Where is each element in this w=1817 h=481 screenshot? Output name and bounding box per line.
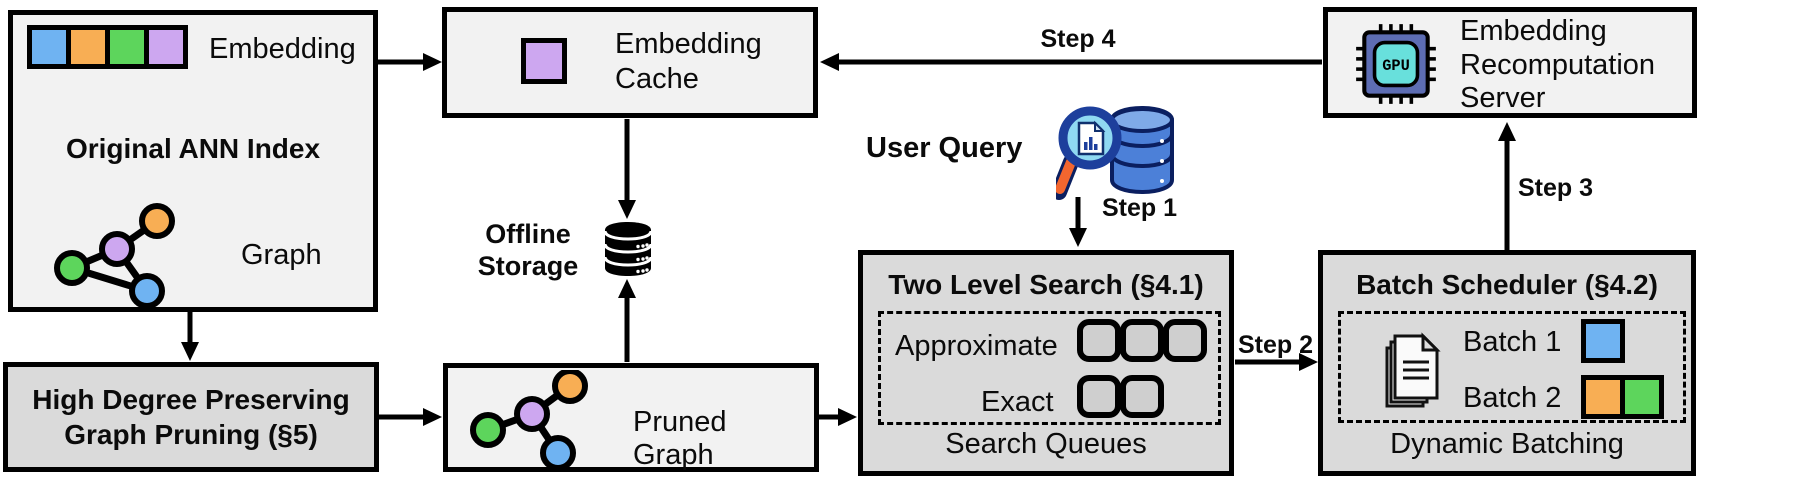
user-query-label: User Query [866, 132, 1023, 164]
step1-label: Step 1 [1102, 194, 1178, 222]
batch-scheduler-title: Batch Scheduler (§4.2) [1356, 269, 1658, 300]
embedding-cell-purple [144, 25, 188, 69]
search-queues-panel: Approximate Exact [878, 311, 1221, 425]
embedding-vector-icon [27, 25, 188, 69]
approximate-queue-slots [1077, 319, 1207, 362]
query-magnifier-database-icon [1056, 105, 1174, 200]
queue-slot-icon [1120, 319, 1164, 362]
documents-stack-icon [1385, 332, 1441, 408]
recomputation-server-box: GPU Embedding Recomputation Server [1323, 7, 1697, 118]
recomputation-server-label: Embedding Recomputation Server [1460, 15, 1656, 115]
embedding-cache-box: Embedding Cache [442, 7, 818, 118]
embedding-cell-orange [66, 25, 110, 69]
batch-square-icon [1581, 319, 1625, 363]
search-queues-footer: Search Queues [945, 428, 1147, 460]
step4-label: Step 4 [1040, 25, 1116, 53]
graph-icon [54, 203, 175, 309]
offline-storage-label: Offline Storage [477, 219, 579, 282]
batch1-label: Batch 1 [1463, 326, 1562, 358]
original-ann-index-box: Embedding Original ANN Index Graph [8, 10, 378, 312]
cached-embedding-icon [521, 38, 567, 84]
pruned-graph-label: Pruned Graph [633, 406, 727, 471]
dynamic-batching-footer: Dynamic Batching [1390, 428, 1624, 460]
pruned-graph-box: Pruned Graph [443, 363, 819, 472]
queue-slot-icon [1077, 319, 1121, 362]
batch1-squares [1581, 319, 1625, 363]
graph-label: Graph [241, 239, 322, 271]
graph-pruning-title: High Degree Preserving Graph Pruning (§5… [32, 384, 350, 450]
approximate-label: Approximate [895, 330, 1058, 362]
step2-label: Step 2 [1238, 331, 1314, 359]
two-level-search-box: Two Level Search (§4.1) Approximate Exac… [858, 250, 1234, 476]
two-level-search-title: Two Level Search (§4.1) [888, 269, 1204, 300]
embedding-cell-blue [27, 25, 71, 69]
queue-slot-icon [1163, 319, 1207, 362]
embedding-cache-label: Embedding Cache [615, 28, 762, 95]
pruned-graph-icon [470, 370, 588, 471]
step3-label: Step 3 [1518, 174, 1594, 202]
batch-square-icon [1581, 375, 1625, 419]
embedding-label: Embedding [209, 33, 356, 65]
batch-square-icon [1620, 375, 1664, 419]
exact-queue-slots [1077, 375, 1164, 418]
gpu-chip-text: GPU [1382, 57, 1410, 75]
exact-label: Exact [981, 386, 1054, 418]
batch-scheduler-box: Batch Scheduler (§4.2) Batch 1 Batch 2 D… [1318, 250, 1696, 476]
ann-index-title: Original ANN Index [65, 133, 321, 164]
graph-pruning-box: High Degree Preserving Graph Pruning (§5… [3, 362, 379, 472]
batch2-label: Batch 2 [1463, 382, 1562, 414]
batch2-squares [1581, 375, 1664, 419]
embedding-cell-green [105, 25, 149, 69]
gpu-chip-icon: GPU [1356, 24, 1436, 104]
queue-slot-icon [1120, 375, 1164, 418]
dynamic-batching-panel: Batch 1 Batch 2 [1338, 311, 1686, 423]
offline-storage-database-icon [603, 222, 653, 276]
queue-slot-icon [1077, 375, 1121, 418]
